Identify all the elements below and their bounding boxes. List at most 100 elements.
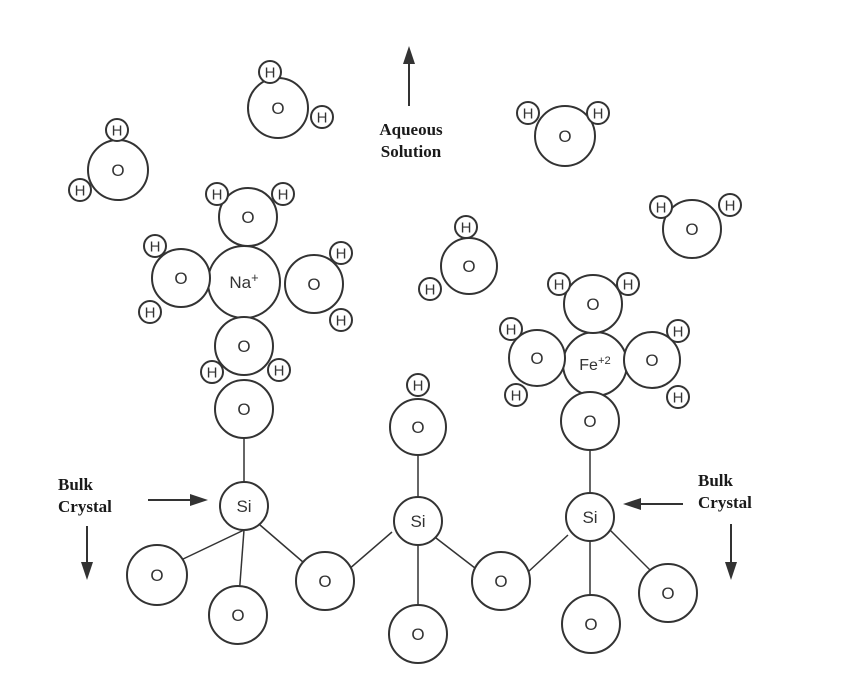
silicon-middle-circle (393, 496, 443, 546)
bulk-left-label-line1: Bulk (58, 475, 93, 494)
na-water-left-h2: H (138, 300, 162, 324)
na-water-right-oxygen-symbol: O (307, 275, 320, 294)
bond-lines (159, 438, 661, 632)
bond-bridge1-si-mid (347, 531, 393, 571)
fe-water-left-oxygen-circle (508, 329, 566, 387)
water3-h2: H (586, 101, 610, 125)
bulk-left-down-arrow (81, 526, 93, 580)
water4-oxygen-circle (662, 199, 722, 259)
water3-h2-circle (586, 101, 610, 125)
na-water-bottom-h1-symbol: H (207, 364, 218, 381)
na-water-bottom-h2-circle (267, 358, 291, 382)
fe-water-top-oxygen-symbol: O (586, 295, 599, 314)
na-water-top-h2-symbol: H (278, 186, 289, 203)
bulk-right-label-line1: Bulk (698, 471, 733, 490)
aqueous-solution-label: Aqueous Solution (370, 119, 452, 163)
bulk-oxygen-2: O (208, 585, 268, 645)
na-water-right-h1: H (329, 241, 353, 265)
water5-h1-circle (454, 215, 478, 239)
na-water-top-h2-circle (271, 182, 295, 206)
bulk-right-down-arrow (725, 524, 737, 580)
na-water-bottom-oxygen-symbol: O (237, 337, 250, 356)
water5-h2: H (418, 277, 442, 301)
direction-arrows (81, 46, 737, 580)
bridging-oxygen-2: O (471, 551, 531, 611)
water1-h2-circle (68, 178, 92, 202)
surface-oxygen-left-circle (214, 379, 274, 439)
water1-h2: H (68, 178, 92, 202)
na-water-bottom-oxygen-circle (214, 316, 274, 376)
fe-water-top-oxygen-circle (563, 274, 623, 334)
fe-water-top-h2-circle (616, 272, 640, 296)
na-water-left-oxygen-circle (151, 248, 211, 308)
na-water-right-h1-circle (329, 241, 353, 265)
water2-oxygen-symbol: O (271, 99, 284, 118)
iron-ion: Fe+2 (562, 331, 628, 397)
silicon-middle-symbol: Si (410, 512, 425, 531)
silicon-left-circle (219, 481, 269, 531)
water5-h2-circle (418, 277, 442, 301)
silanol-hydrogen: H (406, 373, 430, 397)
surface-oxygen-left-symbol: O (237, 400, 250, 419)
fe-water-right-oxygen-circle (623, 331, 681, 389)
na-water-top-oxygen-symbol: O (241, 208, 254, 227)
water3-h1-symbol: H (523, 105, 534, 122)
na-water-bottom-h2-symbol: H (274, 362, 285, 379)
na-water-top-oxygen: O (218, 187, 278, 247)
water5-h1: H (454, 215, 478, 239)
silicon-middle: Si (393, 496, 443, 546)
silicon-right-circle (565, 492, 615, 542)
bridging-oxygen-2-symbol: O (494, 572, 507, 591)
bulk-right-label-line2: Crystal (698, 493, 752, 512)
water5-h1-symbol: H (461, 219, 472, 236)
water2-h1-symbol: H (265, 64, 276, 81)
bridging-oxygen-1-symbol: O (318, 572, 331, 591)
fe-water-left-h2: H (504, 383, 528, 407)
silanol-oxygen-circle (389, 398, 447, 456)
silanol-oxygen-symbol: O (411, 418, 424, 437)
water5-h2-symbol: H (425, 281, 436, 298)
fe-water-left-h1-circle (499, 317, 523, 341)
fe-water-top-h1-symbol: H (554, 276, 565, 293)
water3-h2-symbol: H (593, 105, 604, 122)
bulk-oxygen-2-symbol: O (231, 606, 244, 625)
water3-oxygen-symbol: O (558, 127, 571, 146)
na-water-left-h1-circle (143, 234, 167, 258)
water1-h1-symbol: H (112, 122, 123, 139)
bulk-oxygen-3-symbol: O (411, 625, 424, 644)
bulk-oxygen-5: O (638, 563, 698, 623)
bond-bridge2-si-right (527, 534, 569, 573)
bridging-oxygen-1-circle (295, 551, 355, 611)
fe-water-left-h2-circle (504, 383, 528, 407)
fe-water-right-oxygen: O (623, 331, 681, 389)
water2-h2-circle (310, 105, 334, 129)
silicon-left: Si (219, 481, 269, 531)
water2-h1-circle (258, 60, 282, 84)
na-water-left-h1-symbol: H (150, 238, 161, 255)
silicon-right: Si (565, 492, 615, 542)
fe-water-left-oxygen-symbol: O (530, 349, 543, 368)
fe-water-left-h1: H (499, 317, 523, 341)
surface-oxygen-right-circle (560, 391, 620, 451)
water3-oxygen: O (534, 105, 596, 167)
water4-oxygen-symbol: O (685, 220, 698, 239)
na-water-top-h1-symbol: H (212, 186, 223, 203)
surface-oxygen-right-symbol: O (583, 412, 596, 431)
silanol-hydrogen-circle (406, 373, 430, 397)
bulk-oxygen-5-circle (638, 563, 698, 623)
fe-water-top-h2: H (616, 272, 640, 296)
silicon-right-symbol: Si (582, 508, 597, 527)
surface-oxygen-right: O (560, 391, 620, 451)
water4-h1-circle (649, 195, 673, 219)
aqueous-label-line2: Solution (380, 142, 442, 161)
na-water-left-oxygen: O (151, 248, 211, 308)
water1-oxygen: O (87, 139, 149, 201)
na-water-top-oxygen-circle (218, 187, 278, 247)
fe-water-right-h2: H (666, 385, 690, 409)
water1-h2-symbol: H (75, 182, 86, 199)
na-water-right-h1-symbol: H (336, 245, 347, 262)
bulk-oxygen-3-circle (388, 604, 448, 664)
bulk-right-arrow (623, 498, 683, 510)
na-water-right-h2-circle (329, 308, 353, 332)
